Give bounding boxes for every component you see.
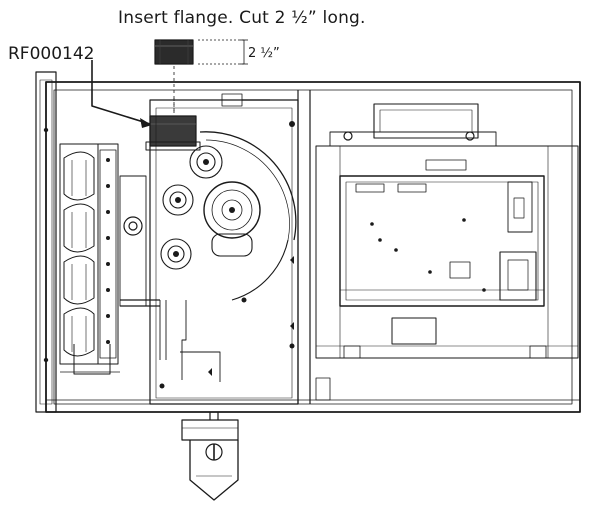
flange-part (154, 39, 194, 65)
blower-assembly (315, 103, 579, 401)
bottom-vent-adapter (181, 412, 239, 501)
part-number-leader (91, 60, 152, 128)
dimension-label: 2 ½” (248, 46, 280, 61)
instruction-text: Insert flange. Cut 2 ½” long. (118, 8, 366, 28)
dimension-bracket (198, 39, 248, 65)
vent-fitting (145, 98, 201, 151)
cabinet-outline (35, 71, 581, 413)
part-number-label: RF000142 (8, 44, 95, 64)
heat-exchanger (59, 143, 160, 375)
inducer-panel (149, 93, 299, 405)
